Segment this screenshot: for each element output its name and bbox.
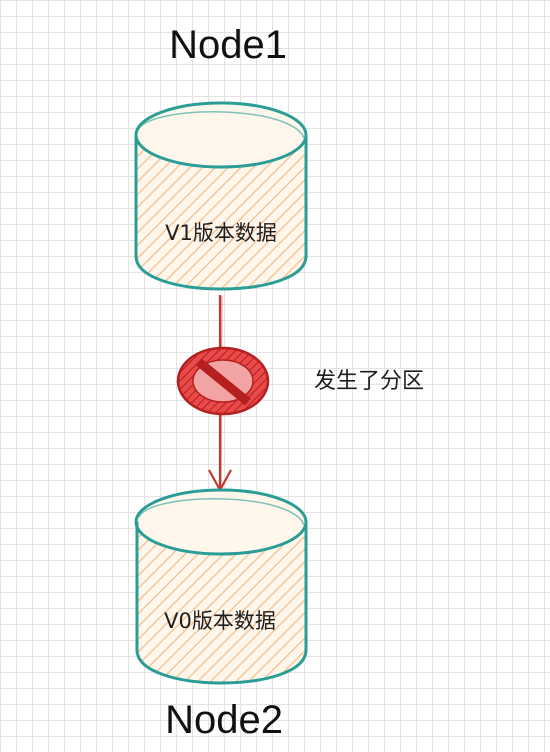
partition-label: 发生了分区: [314, 369, 424, 394]
node2-title: Node2: [165, 698, 283, 742]
node2-data-label: V0版本数据: [164, 609, 276, 633]
no-entry-icon: [176, 346, 270, 416]
node2-database-cylinder: V0版本数据: [134, 488, 308, 685]
node1-database-cylinder: V1版本数据: [134, 101, 308, 291]
node1-title: Node1: [169, 23, 287, 67]
node1-data-label: V1版本数据: [165, 221, 277, 245]
